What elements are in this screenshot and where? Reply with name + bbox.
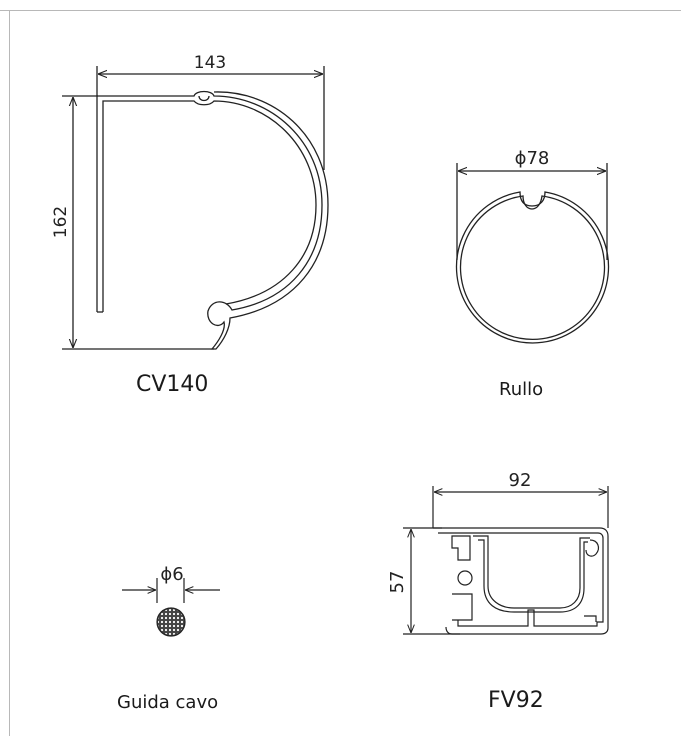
fv92-outer-contour xyxy=(433,527,609,635)
fv92-right-snap xyxy=(585,539,600,557)
cv140-profile xyxy=(62,66,329,350)
rullo-diameter-label: ϕ78 xyxy=(515,148,550,169)
cv140-inner-contour xyxy=(102,100,317,312)
fv92-left-chamber-top xyxy=(451,535,471,561)
guida-cavo-caption: Guida cavo xyxy=(117,692,219,713)
sheet-border-top xyxy=(0,10,681,11)
fv92-channel-inner xyxy=(478,539,588,613)
fv92-left-screw-port xyxy=(457,570,473,586)
cv140-snap-slot xyxy=(198,95,210,102)
fv92-height-label: 57 xyxy=(387,571,408,594)
fv92-profile xyxy=(403,486,609,635)
rullo-outer-contour xyxy=(455,191,610,344)
guida-cavo-profile xyxy=(122,578,220,637)
guida-cavo-diameter-label: ϕ6 xyxy=(160,564,183,585)
fv92-inner-wall xyxy=(438,532,604,627)
guida-cavo-strands xyxy=(158,609,184,635)
rullo-profile xyxy=(455,163,610,344)
sheet-border-left xyxy=(9,10,10,736)
fv92-left-chamber-bottom xyxy=(452,593,473,621)
cv140-height-label: 162 xyxy=(51,206,71,238)
fv92-caption: FV92 xyxy=(488,688,544,713)
fv92-right-foot xyxy=(584,615,597,622)
rullo-inner-contour xyxy=(459,195,606,341)
fv92-width-label: 92 xyxy=(509,470,532,491)
cv140-width-label: 143 xyxy=(194,53,226,73)
fv92-channel-outer xyxy=(473,535,590,609)
rullo-caption: Rullo xyxy=(499,379,544,400)
cv140-caption: CV140 xyxy=(136,372,209,397)
cv140-outer-contour xyxy=(96,90,329,350)
